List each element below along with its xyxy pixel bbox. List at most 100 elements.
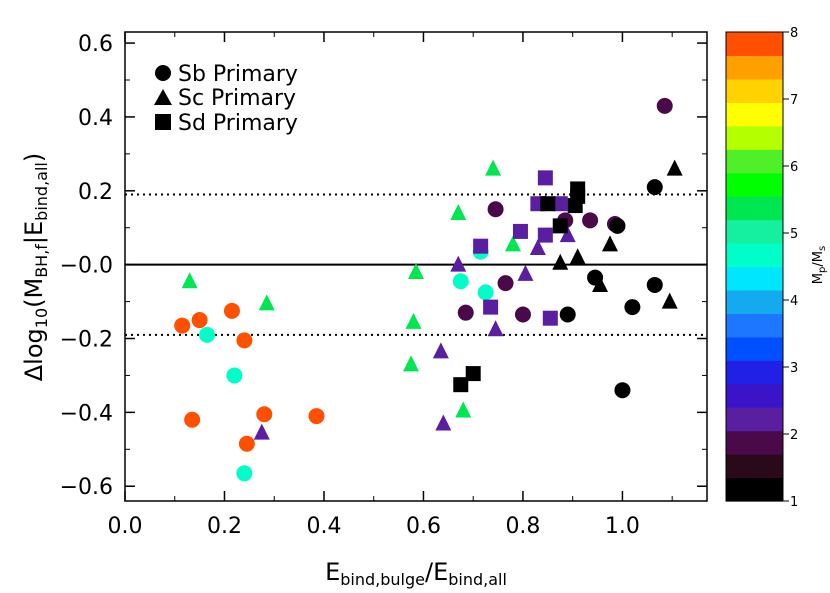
circle-point <box>238 435 255 452</box>
y-tick-label: −0.0 <box>60 254 113 279</box>
colorbar-band <box>726 360 783 385</box>
square-point <box>537 227 553 243</box>
y-label-sub3: bind,all <box>32 162 51 221</box>
legend-label-sc: Sc Primary <box>178 86 296 111</box>
colorbar-title-text: Mp/Ms <box>811 246 828 284</box>
circle-point <box>226 367 243 384</box>
colorbar-band <box>726 477 783 502</box>
circle-point <box>199 326 216 343</box>
circle-point <box>609 217 626 234</box>
square-point <box>453 377 469 393</box>
square-point <box>473 238 489 254</box>
circle-point <box>477 284 494 301</box>
y-axis: 0.60.40.2−0.0−0.2−0.4−0.6 <box>60 32 707 500</box>
triangle-point <box>505 235 521 252</box>
y-tick-label: 0.2 <box>78 180 113 205</box>
circle-point <box>624 299 641 316</box>
circle-point <box>223 302 240 319</box>
legend-square-marker <box>155 114 171 130</box>
square-point <box>540 196 556 212</box>
circle-point <box>646 179 663 196</box>
triangle-point <box>450 255 467 272</box>
x-tick-label: 0.4 <box>306 514 341 539</box>
y-tick-label: −0.6 <box>60 475 113 500</box>
circle-point <box>191 312 208 329</box>
legend: Sb Primary Sc Primary Sd Primary <box>154 62 298 136</box>
circle-point <box>656 97 673 114</box>
triangle-point <box>403 355 420 372</box>
y-tick-label: 0.4 <box>78 106 113 131</box>
colorbar-band <box>726 78 783 103</box>
y-label-sub1: 10 <box>32 308 51 328</box>
colorbar-band <box>726 149 783 174</box>
circle-point <box>646 276 663 293</box>
triangle-point <box>432 342 449 359</box>
circle-point <box>184 411 201 428</box>
colorbar-tick-label: 4 <box>790 294 798 309</box>
circle-point <box>308 408 325 425</box>
y-tick-label: −0.2 <box>60 328 113 353</box>
triangle-point <box>602 235 618 252</box>
colorbar-title: Mp/Ms <box>811 246 828 284</box>
square-point <box>483 299 499 315</box>
x-label-main: E <box>325 558 340 586</box>
data-points <box>174 97 683 482</box>
y-axis-label: Δlog10(MBH,f|Ebind,all) <box>20 153 51 382</box>
circle-point <box>457 304 474 321</box>
y-axis-title: Δlog10(MBH,f|Ebind,all) <box>20 153 51 382</box>
legend-label-sd: Sd Primary <box>178 111 298 136</box>
x-tick-label: 0.2 <box>207 514 242 539</box>
triangle-point <box>552 253 569 270</box>
y-label-prefix: Δlog <box>20 328 48 381</box>
colorbar-tick-label: 3 <box>790 361 798 376</box>
circle-point <box>559 306 576 323</box>
triangle-point <box>181 272 198 289</box>
triangle-point <box>258 294 275 311</box>
colorbar-band <box>726 55 783 80</box>
x-label-sub2: bind,all <box>448 570 507 589</box>
y-label-mid: (M <box>20 278 48 308</box>
square-point <box>537 170 553 186</box>
plot-frame <box>124 31 708 502</box>
colorbar-border <box>725 31 784 502</box>
colorbar-band <box>726 172 783 197</box>
square-point <box>512 223 528 239</box>
circle-point <box>582 212 599 229</box>
colorbar-band <box>726 336 783 361</box>
colorbar-band <box>726 407 783 432</box>
x-axis-label: Ebind,bulge/Ebind,all <box>325 558 507 589</box>
square-point <box>552 218 568 234</box>
colorbar-tick-label: 6 <box>790 160 798 175</box>
colorbar-bands <box>726 32 783 502</box>
square-point <box>542 310 558 326</box>
x-label-mid: /E <box>425 558 448 586</box>
triangle-point <box>485 159 502 176</box>
triangle-point <box>405 312 422 329</box>
plot-border <box>124 31 708 502</box>
y-tick-label: 0.6 <box>78 32 113 57</box>
y-label-sub2: BH,f <box>32 244 51 278</box>
circle-point <box>236 332 253 349</box>
colorbar-band <box>726 266 783 291</box>
triangle-point <box>559 226 576 243</box>
x-tick-label: 0.0 <box>108 514 143 539</box>
x-label-sub: bind,bulge <box>340 570 425 589</box>
colorbar-band <box>726 243 783 268</box>
triangle-point <box>455 401 472 418</box>
triangle-point <box>592 275 609 292</box>
y-label-mid2: |E <box>20 221 48 244</box>
colorbar-band <box>726 289 783 314</box>
colorbar-band <box>726 219 783 244</box>
square-point <box>552 196 568 212</box>
legend-triangle-marker <box>154 89 172 105</box>
circle-point <box>497 275 514 292</box>
colorbar-band <box>726 383 783 408</box>
y-label-suffix: ) <box>20 153 48 162</box>
colorbar-tick-label: 7 <box>790 93 798 108</box>
triangle-point <box>517 264 534 281</box>
colorbar-band <box>726 196 783 221</box>
colorbar-band <box>726 125 783 150</box>
